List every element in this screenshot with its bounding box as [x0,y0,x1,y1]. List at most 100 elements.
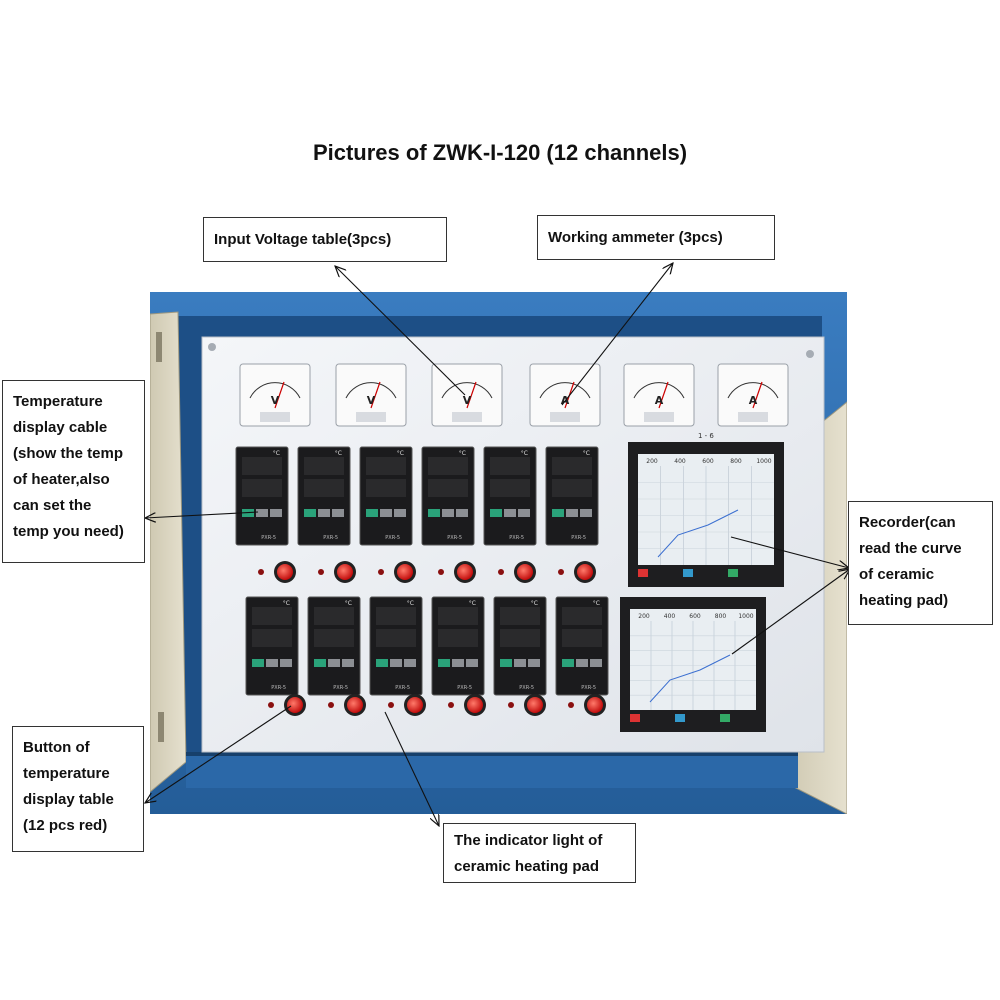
callout-button-line: (12 pcs red) [23,817,108,834]
lamp-button[interactable] [467,697,483,713]
controller-key[interactable] [500,659,512,667]
indicator-light [318,569,324,575]
recorder-key[interactable] [675,714,685,722]
lamp-button[interactable] [337,564,353,580]
controller-key[interactable] [528,659,540,667]
controller-key[interactable] [490,509,502,517]
controller-key[interactable] [576,659,588,667]
controller-key[interactable] [376,659,388,667]
controller-key[interactable] [242,509,254,517]
lamp-button[interactable] [277,564,293,580]
controller-key[interactable] [438,659,450,667]
controller-key[interactable] [252,659,264,667]
meter-unit-label: V [271,394,280,407]
controller-key[interactable] [452,659,464,667]
controller-pv-display [552,457,592,475]
controller-pv-display [314,607,354,625]
controller-unit-label: °C [397,450,404,457]
controller-key[interactable] [442,509,454,517]
lamp-button[interactable] [517,564,533,580]
controller-key[interactable] [332,509,344,517]
meter-unit-label: V [463,394,472,407]
controller-model-label: PXR-5 [271,685,286,691]
controller-unit-label: °C [531,600,538,607]
controller-key[interactable] [514,659,526,667]
controller-key[interactable] [456,509,468,517]
controller-key[interactable] [256,509,268,517]
indicator-light [388,702,394,708]
controller-key[interactable] [266,659,278,667]
controller-key[interactable] [380,509,392,517]
controller-key[interactable] [590,659,602,667]
controller-unit-label: °C [407,600,414,607]
meter-adjuster [356,412,386,422]
controller-key[interactable] [318,509,330,517]
lamp-button[interactable] [577,564,593,580]
controller-unit-label: °C [335,450,342,457]
controller-key[interactable] [304,509,316,517]
recorder-key[interactable] [638,569,648,577]
recorder-scale-label: 800 [715,613,727,620]
controller-key[interactable] [404,659,416,667]
meter-unit-label: A [749,394,758,407]
controller-key[interactable] [314,659,326,667]
controller-key[interactable] [562,659,574,667]
callout-temperature-line: display cable [13,419,108,436]
lamp-button[interactable] [407,697,423,713]
page-title: Pictures of ZWK-I-120 (12 channels) [312,140,688,165]
controller-sv-display [304,479,344,497]
recorder-key[interactable] [720,714,730,722]
lamp-button[interactable] [397,564,413,580]
controller-key[interactable] [394,509,406,517]
controller-key[interactable] [390,659,402,667]
callout-input-voltage-text: Input Voltage table(3pcs) [214,231,392,248]
lamp-button[interactable] [527,697,543,713]
controller-key[interactable] [566,509,578,517]
controller-key[interactable] [518,509,530,517]
recorder-key[interactable] [630,714,640,722]
controller-key[interactable] [580,509,592,517]
controller-pv-display [304,457,344,475]
recorder-key[interactable] [728,569,738,577]
controller-sv-display [242,479,282,497]
meter-adjuster [260,412,290,422]
controller-key[interactable] [280,659,292,667]
panel-screw [806,350,814,358]
controller-pv-display [242,457,282,475]
voltmeter-meter: V [239,363,311,427]
controller-key[interactable] [504,509,516,517]
lamp-button[interactable] [457,564,473,580]
controller-sv-display [500,629,540,647]
callout-recorder-line: heating pad) [859,592,949,609]
meter-scale-arc [249,382,301,399]
lamp-button[interactable] [587,697,603,713]
controller-key[interactable] [270,509,282,517]
lamp-button[interactable] [347,697,363,713]
controller-unit-label: °C [459,450,466,457]
controller-key[interactable] [342,659,354,667]
lamp-button[interactable] [287,697,303,713]
controller-sv-display [366,479,406,497]
controller-key[interactable] [366,509,378,517]
callout-indicator-light: The indicator light of ceramic heating p… [443,823,636,883]
callout-recorder-line: of ceramic [859,566,935,583]
controller-key[interactable] [552,509,564,517]
controller-key[interactable] [428,509,440,517]
recorder-key[interactable] [683,569,693,577]
controller-key[interactable] [466,659,478,667]
controller-key[interactable] [328,659,340,667]
